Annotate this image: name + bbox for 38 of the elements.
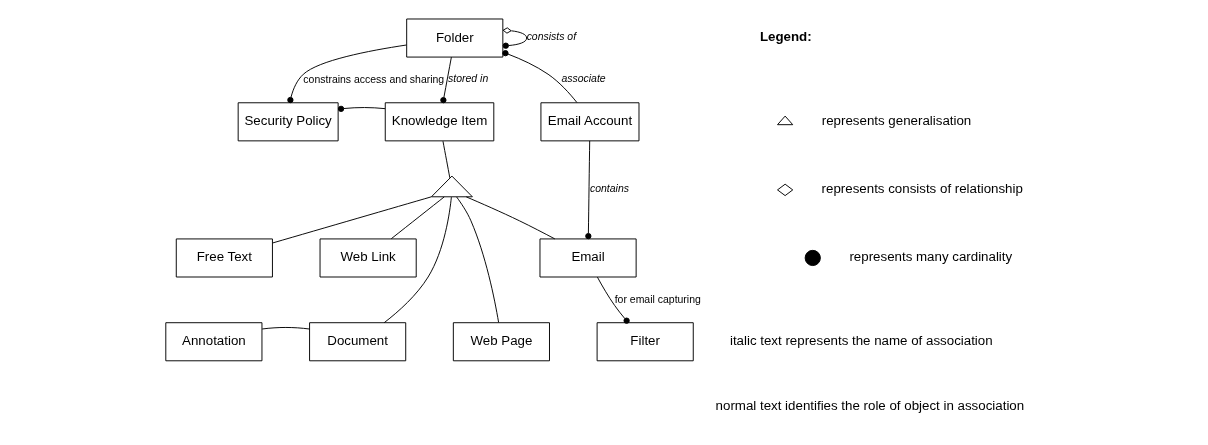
edge-label: associate <box>561 72 606 84</box>
connector <box>272 196 432 244</box>
node-box: Annotation <box>165 322 263 362</box>
node-box: Email <box>539 238 637 278</box>
connector <box>261 327 310 330</box>
node-box: Web Page <box>452 322 550 362</box>
legend-label: represents consists of relationship <box>821 181 1023 197</box>
node-box: Email Account <box>540 102 640 142</box>
legend-label: represents generalisation <box>821 113 972 129</box>
connector <box>440 56 452 104</box>
connector <box>442 140 451 179</box>
legend-label: represents many cardinality <box>849 249 1013 265</box>
node-box: Web Link <box>319 238 417 278</box>
node-triangle <box>430 175 473 198</box>
connector <box>383 196 452 324</box>
connector <box>502 50 578 103</box>
edge-label: consists of <box>526 30 577 42</box>
node-box: Filter <box>596 322 694 362</box>
connector <box>465 196 556 240</box>
edge-label: for email capturing <box>614 293 701 305</box>
node-box: Free Text <box>175 238 273 278</box>
connector <box>337 105 386 112</box>
connector <box>287 44 407 104</box>
connector <box>456 196 500 323</box>
label: Legend: <box>759 28 812 44</box>
connector <box>596 276 630 324</box>
edge-label: contains <box>589 182 629 194</box>
edge-label: stored in <box>448 72 489 84</box>
node-box: Folder <box>406 18 504 58</box>
connector <box>502 27 528 49</box>
label: italic text represents the name of association <box>729 333 993 349</box>
connector <box>585 140 592 240</box>
node-box: Knowledge Item <box>384 102 495 142</box>
edge-label: constrains access and sharing <box>303 73 445 85</box>
node-box: Security Policy <box>237 102 339 142</box>
label: normal text identifies the role of object in association <box>715 398 1025 414</box>
connector <box>390 196 445 240</box>
node-box: Document <box>309 322 407 362</box>
